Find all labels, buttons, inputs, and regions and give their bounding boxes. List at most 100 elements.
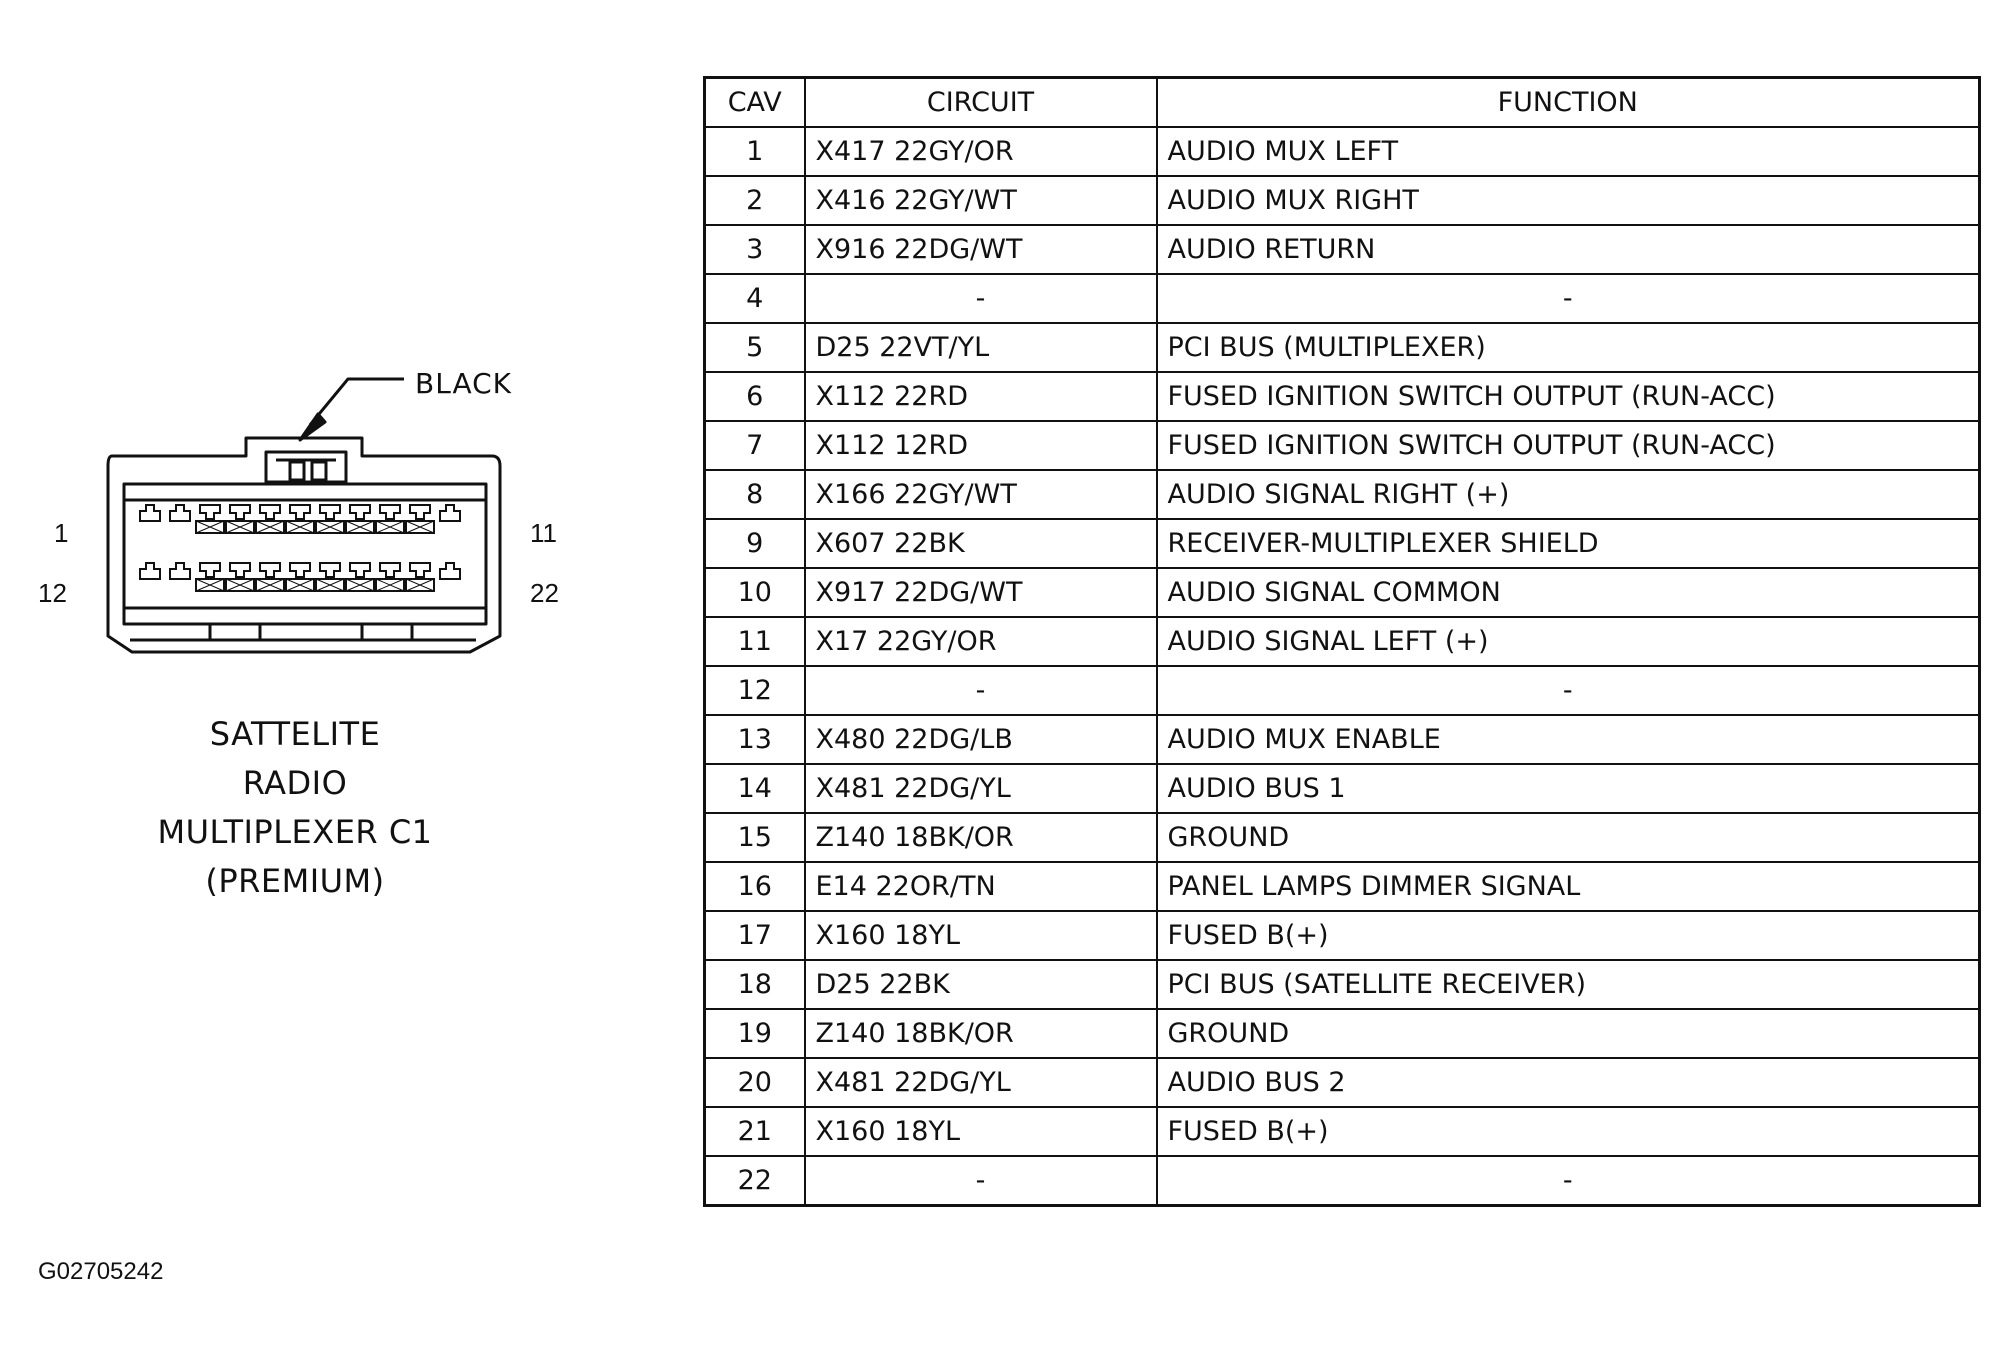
table-row: 22-- (703, 1155, 1981, 1207)
cavity (195, 562, 225, 592)
cav-cell: 15 (703, 812, 806, 863)
cav-cell: 21 (703, 1106, 806, 1157)
circuit-cell: X160 18YL (803, 1106, 1158, 1157)
caption-line: SATTELITE (209, 715, 381, 753)
cavity (345, 504, 375, 534)
circuit-cell: X917 22DG/WT (803, 567, 1158, 618)
cavity (169, 562, 191, 580)
cavity (439, 504, 461, 522)
cav-cell: 1 (703, 126, 806, 177)
circuit-cell: X480 22DG/LB (803, 714, 1158, 765)
cavity (285, 562, 315, 592)
function-cell: - (1155, 1155, 1981, 1207)
caption-line: (PREMIUM) (205, 862, 385, 900)
table-row: 4-- (703, 273, 1981, 324)
cavity (255, 562, 285, 592)
cavity (195, 504, 225, 534)
cavity (285, 504, 315, 534)
circuit-cell: X916 22DG/WT (803, 224, 1158, 275)
cav-cell: 9 (703, 518, 806, 569)
circuit-cell: - (803, 273, 1158, 324)
table-header-row: CAV CIRCUIT FUNCTION (703, 76, 1981, 128)
cav-cell: 4 (703, 273, 806, 324)
cavity (139, 504, 161, 522)
function-cell: PANEL LAMPS DIMMER SIGNAL (1155, 861, 1981, 912)
circuit-cell: X416 22GY/WT (803, 175, 1158, 226)
function-cell: AUDIO SIGNAL RIGHT (+) (1155, 469, 1981, 520)
function-cell: AUDIO MUX LEFT (1155, 126, 1981, 177)
function-cell: AUDIO MUX RIGHT (1155, 175, 1981, 226)
connector-housing (106, 436, 502, 654)
function-cell: AUDIO SIGNAL COMMON (1155, 567, 1981, 618)
cav-cell: 12 (703, 665, 806, 716)
cavity (375, 504, 405, 534)
cavity (139, 562, 161, 580)
caption-line: RADIO (242, 764, 348, 802)
circuit-cell: X112 12RD (803, 420, 1158, 471)
connector-latch (264, 450, 348, 484)
caption-line: MULTIPLEXER C1 (157, 813, 433, 851)
cavity (225, 504, 255, 534)
cav-cell: 7 (703, 420, 806, 471)
circuit-cell: - (803, 1155, 1158, 1207)
function-cell: AUDIO SIGNAL LEFT (+) (1155, 616, 1981, 667)
pin-label-bottom-left: 12 (38, 578, 67, 608)
table-row: 12-- (703, 665, 1981, 716)
header-cav: CAV (703, 76, 806, 128)
cav-cell: 2 (703, 175, 806, 226)
function-cell: AUDIO RETURN (1155, 224, 1981, 275)
function-cell: GROUND (1155, 1008, 1981, 1059)
connector-diagram (106, 377, 502, 654)
circuit-cell: D25 22BK (803, 959, 1158, 1010)
circuit-cell: Z140 18BK/OR (803, 812, 1158, 863)
cav-cell: 10 (703, 567, 806, 618)
cavity (405, 562, 435, 592)
connector-caption: SATTELITE RADIO MULTIPLEXER C1 (PREMIUM) (120, 710, 470, 906)
function-cell: AUDIO BUS 1 (1155, 763, 1981, 814)
circuit-cell: X112 22RD (803, 371, 1158, 422)
function-cell: PCI BUS (MULTIPLEXER) (1155, 322, 1981, 373)
circuit-cell: X17 22GY/OR (803, 616, 1158, 667)
cav-cell: 16 (703, 861, 806, 912)
function-cell: FUSED B(+) (1155, 1106, 1981, 1157)
connector-key (360, 622, 414, 642)
pin-label-top-left: 1 (54, 518, 69, 548)
circuit-cell: X166 22GY/WT (803, 469, 1158, 520)
connector-cavities (139, 504, 461, 592)
cav-cell: 22 (703, 1155, 806, 1207)
cav-cell: 8 (703, 469, 806, 520)
circuit-cell: X481 22DG/YL (803, 763, 1158, 814)
function-cell: RECEIVER-MULTIPLEXER SHIELD (1155, 518, 1981, 569)
circuit-cell: D25 22VT/YL (803, 322, 1158, 373)
cav-cell: 11 (703, 616, 806, 667)
figure-id: G02705242 (38, 1258, 164, 1285)
function-cell: PCI BUS (SATELLITE RECEIVER) (1155, 959, 1981, 1010)
cavity (315, 504, 345, 534)
cavity (405, 504, 435, 534)
circuit-cell: X417 22GY/OR (803, 126, 1158, 177)
cav-cell: 13 (703, 714, 806, 765)
circuit-cell: - (803, 665, 1158, 716)
function-cell: FUSED B(+) (1155, 910, 1981, 961)
function-cell: FUSED IGNITION SWITCH OUTPUT (RUN-ACC) (1155, 371, 1981, 422)
function-cell: FUSED IGNITION SWITCH OUTPUT (RUN-ACC) (1155, 420, 1981, 471)
circuit-cell: X160 18YL (803, 910, 1158, 961)
